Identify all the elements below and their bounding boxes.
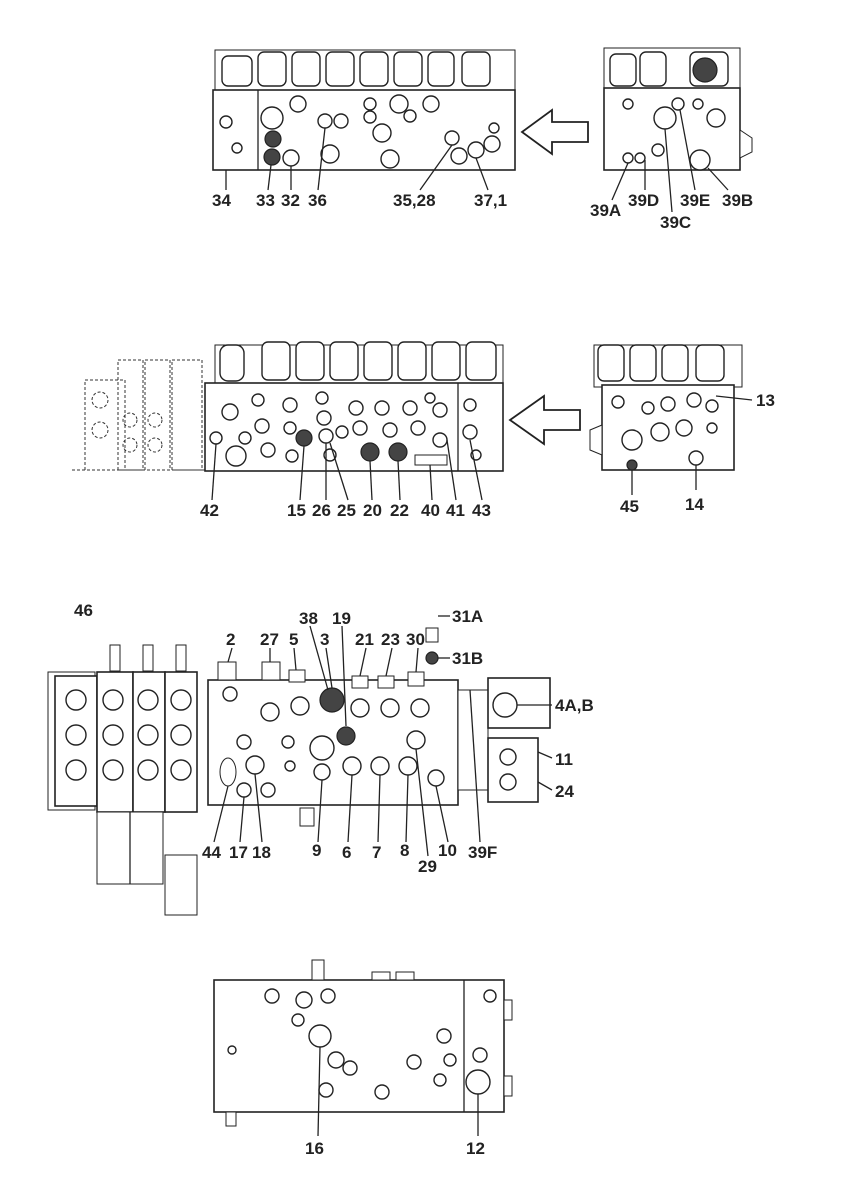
- callout-30: 30: [406, 630, 425, 649]
- callout-13: 13: [756, 391, 775, 410]
- dashed-sections: [72, 359, 205, 471]
- callout-39b: 39B: [722, 191, 753, 210]
- callout-44: 44: [202, 843, 221, 862]
- view-1-top: 34 33 32 36 35,28 37,1 39A 39D 39E 39B 3…: [212, 47, 753, 232]
- callout-15: 15: [287, 501, 306, 520]
- callout-24: 24: [555, 782, 574, 801]
- callout-25: 25: [337, 501, 356, 520]
- fittings: [217, 627, 439, 827]
- ports: [227, 988, 497, 1100]
- callout-12: 12: [466, 1139, 485, 1158]
- callout-4a-b: 4A,B: [555, 696, 594, 715]
- callout-29: 29: [418, 857, 437, 876]
- leader-lines: [211, 439, 483, 501]
- callout-21: 21: [355, 630, 374, 649]
- valve-body: [213, 979, 505, 1113]
- callout-36: 36: [308, 191, 327, 210]
- ports: [209, 391, 482, 467]
- fittings: [225, 959, 513, 1127]
- callout-2: 2: [226, 630, 235, 649]
- callout-18: 18: [252, 843, 271, 862]
- callout-10: 10: [438, 841, 457, 860]
- callout-27: 27: [260, 630, 279, 649]
- leader-lines: [225, 127, 489, 191]
- callout-14: 14: [685, 495, 704, 514]
- callout-39d: 39D: [628, 191, 659, 210]
- callout-7: 7: [372, 843, 381, 862]
- ports: [219, 686, 518, 798]
- callout-42: 42: [200, 501, 219, 520]
- side-view: [603, 47, 753, 213]
- view-4-bottom: 16 12: [213, 959, 513, 1158]
- callout-35-28: 35,28: [393, 191, 436, 210]
- callout-23: 23: [381, 630, 400, 649]
- direction-arrow: [508, 394, 581, 446]
- callout-8: 8: [400, 841, 409, 860]
- solenoid-row: [214, 341, 504, 386]
- callout-16: 16: [305, 1139, 324, 1158]
- callout-31b: 31B: [452, 649, 483, 668]
- view-2: 13 42 15 26 25 20 22 40 41 43 45 14: [72, 341, 775, 520]
- callout-26: 26: [312, 501, 331, 520]
- view-3: 46 2 27 5 38 3 19 21 23 30 31A 31B 4A,B …: [47, 601, 594, 916]
- callout-37-1: 37,1: [474, 191, 507, 210]
- callout-17: 17: [229, 843, 248, 862]
- callout-40: 40: [421, 501, 440, 520]
- callout-41: 41: [446, 501, 465, 520]
- leader-16: [317, 1046, 321, 1137]
- side-view: [589, 344, 753, 495]
- callout-6: 6: [342, 843, 351, 862]
- solenoid-row: [214, 49, 516, 93]
- callout-39c: 39C: [660, 213, 691, 232]
- callout-22: 22: [390, 501, 409, 520]
- section-stack: [47, 644, 198, 916]
- callout-20: 20: [363, 501, 382, 520]
- callout-38: 38: [299, 609, 318, 628]
- callout-32: 32: [281, 191, 300, 210]
- leader-lines: [213, 615, 553, 857]
- callout-46: 46: [74, 601, 93, 620]
- callout-9: 9: [312, 841, 321, 860]
- callout-39a: 39A: [590, 201, 621, 220]
- direction-arrow: [520, 108, 589, 156]
- callout-3: 3: [320, 630, 329, 649]
- callout-34: 34: [212, 191, 231, 210]
- callout-5: 5: [289, 630, 298, 649]
- callout-31a: 31A: [452, 607, 483, 626]
- callout-11: 11: [555, 750, 573, 769]
- callout-19: 19: [332, 609, 351, 628]
- callout-39e: 39E: [680, 191, 710, 210]
- ports: [219, 94, 501, 169]
- callout-43: 43: [472, 501, 491, 520]
- callout-33: 33: [256, 191, 275, 210]
- callout-39f: 39F: [468, 843, 497, 862]
- callout-45: 45: [620, 497, 639, 516]
